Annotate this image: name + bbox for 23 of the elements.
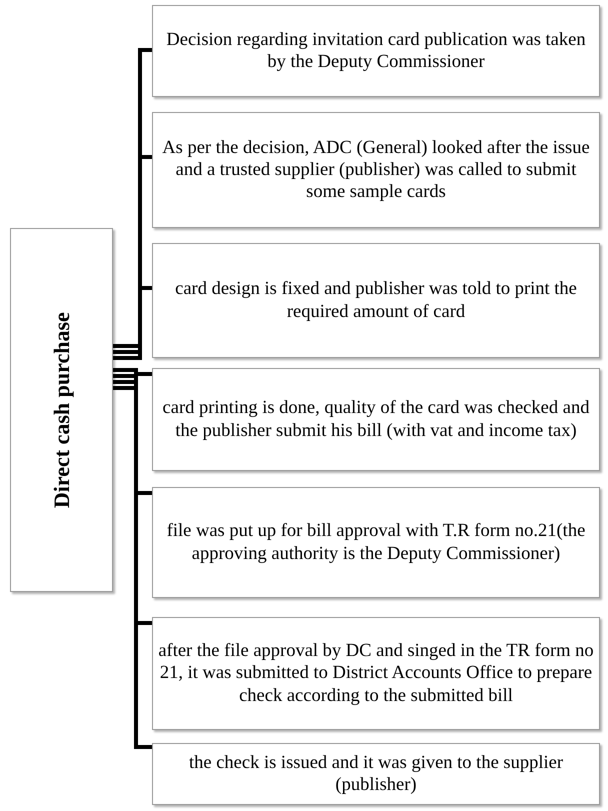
step-box: [152, 112, 600, 228]
step-text: card design is fixed and publisher was told to print the required amount of card: [174, 278, 578, 323]
step-text: the check is issued and it was given to the supplier (publisher): [188, 752, 564, 796]
bracket-connector: [113, 286, 152, 360]
title-text: Direct cash purchase: [48, 312, 75, 508]
step-text: card printing is done, quality of the card was checked and the publisher submit his bill (with vat and income tax): [162, 397, 590, 442]
step-box: [152, 243, 600, 358]
step-box: [152, 487, 600, 598]
bracket-connector: [113, 374, 152, 495]
bracket-connector: [113, 386, 152, 749]
step-text: file was put up for bill approval with T.R form no.21(the approving authority is the Deputy Commissioner): [166, 520, 586, 565]
step-box: [152, 617, 600, 730]
step-text: Decision regarding invitation card publication was taken by the Deputy Commissioner: [165, 28, 587, 74]
bracket-connector: [113, 48, 152, 348]
step-box: [152, 368, 600, 471]
bracket-connector: [113, 368, 152, 376]
step-text: As per the decision, ADC (General) looked after the issue and a trusted supplier (publisher) was called to submit some sample cards: [161, 136, 591, 204]
bracket-connector: [113, 380, 152, 625]
step-text: after the file approval by DC and singed in the TR form no 21, it was submitted to District Accounts Office to prepare check according to the submitted bill: [157, 640, 595, 707]
step-box: [152, 743, 600, 805]
bracket-connector: [113, 155, 152, 354]
title-box: [10, 228, 113, 592]
step-box: [152, 5, 600, 97]
